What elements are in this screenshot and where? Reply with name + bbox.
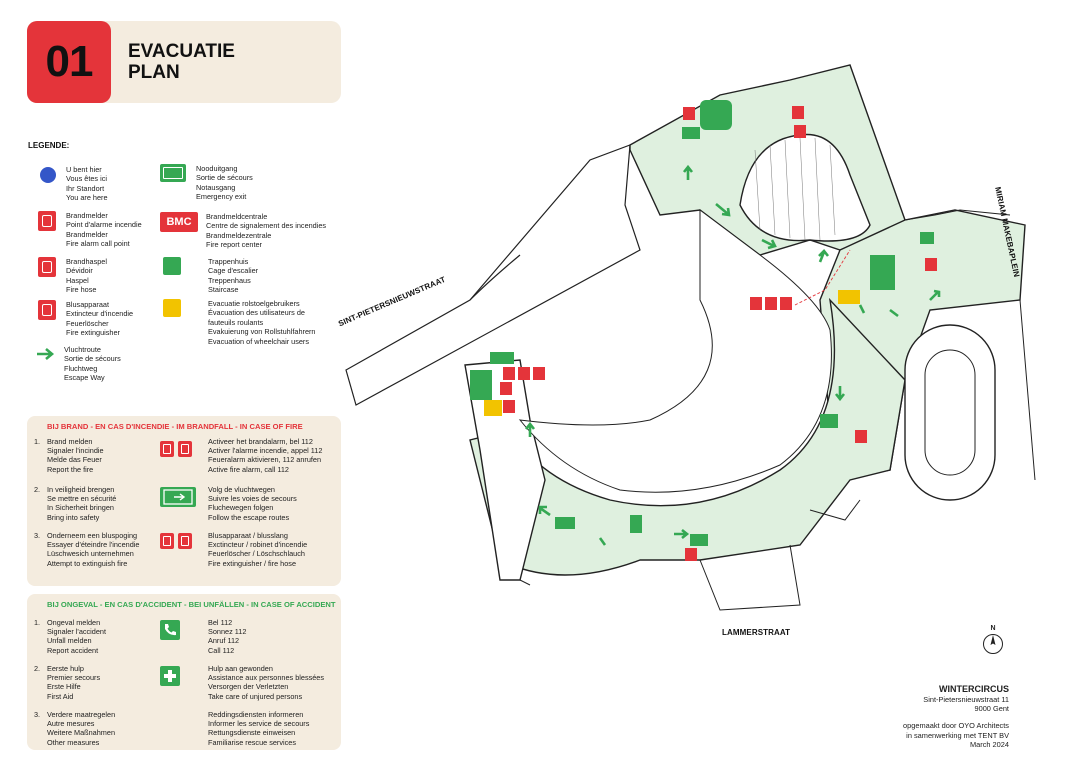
wheelchair-refuge-2: [484, 400, 502, 416]
escape-arrow-icon: [37, 348, 55, 360]
seating-hatch: [754, 137, 836, 241]
street-label-lammer: LAMMERSTRAAT: [722, 628, 791, 637]
legend-title: LEGENDE:: [28, 141, 70, 150]
staircase-icon: [163, 257, 181, 275]
arena-room: [739, 133, 871, 242]
alarm-route: [794, 249, 851, 306]
wheelchair-refuge-1: [838, 290, 860, 304]
bmc-icon: BMC: [160, 212, 198, 232]
fire-alarm-icon: [160, 441, 174, 457]
first-aid-icon: [160, 666, 180, 686]
emergency-exit-icon: [160, 164, 186, 182]
exit-signs: [490, 127, 934, 546]
escape-arrows: [524, 164, 941, 546]
building-name: WINTERCIRCUS: [939, 684, 1009, 694]
extinguisher-icon: [38, 300, 56, 320]
north-compass-icon: N: [982, 625, 1004, 655]
staircases: [470, 100, 895, 400]
courtyard: [518, 208, 832, 493]
fire-equipment-markers: [500, 106, 937, 561]
fire-alarm-icon: [38, 211, 56, 231]
fire-instructions-panel: BIJ BRAND - EN CAS D'INCENDIE - IM BRAND…: [27, 416, 341, 586]
phone-alarm-icon: [178, 441, 192, 457]
plan-title-line2: PLAN: [128, 62, 180, 83]
accident-instructions-panel: BIJ ONGEVAL - EN CAS D'ACCIDENT - BEI UN…: [27, 594, 341, 750]
plan-title-line1: EVACUATIE: [128, 41, 235, 62]
street-outline: [345, 144, 641, 406]
phone-icon: [160, 620, 180, 640]
wheelchair-evac-icon: [163, 299, 181, 317]
emergency-exit-icon: [160, 487, 196, 507]
accident-heading: BIJ ONGEVAL - EN CAS D'ACCIDENT - BEI UN…: [47, 600, 336, 609]
address-line-2: 9000 Gent: [974, 704, 1009, 714]
credit-line-2: in samenwerking met TENT BV: [906, 730, 1009, 740]
fire-heading: BIJ BRAND - EN CAS D'INCENDIE - IM BRAND…: [47, 422, 303, 431]
plan-date: March 2024: [969, 739, 1009, 749]
oval-track: [904, 324, 996, 501]
fire-hose-icon: [160, 533, 174, 549]
building-info: WINTERCIRCUS Sint-Pietersnieuwstraat 11 …: [903, 684, 1009, 749]
structural-lines: [519, 209, 1036, 611]
you-are-here-dot-icon: [40, 167, 56, 183]
address-line-1: Sint-Pietersnieuwstraat 11: [923, 695, 1009, 704]
plan-title: EVACUATIE PLAN: [128, 41, 278, 83]
fire-hose-icon: [38, 257, 56, 277]
plan-number: 01: [27, 21, 111, 103]
oval-track-inner: [924, 349, 976, 476]
credit-line-1: opgemaakt door OYO Architects: [903, 721, 1009, 731]
extinguisher-icon: [178, 533, 192, 549]
